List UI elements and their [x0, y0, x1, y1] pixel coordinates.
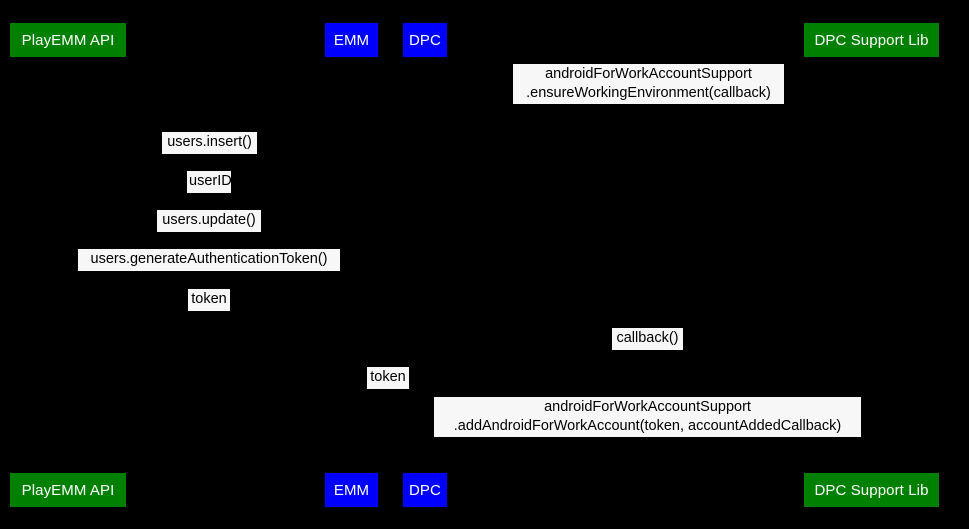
- message-line: token: [191, 291, 227, 307]
- participant-top-dpc-support-lib[interactable]: DPC Support Lib: [804, 23, 939, 57]
- message-label-user-id: userID: [187, 171, 232, 193]
- participant-bottom-emm[interactable]: EMM: [325, 473, 378, 507]
- message-label-add-android-for-work-account: androidForWorkAccountSupport .addAndroidF…: [434, 397, 861, 437]
- participant-bottom-dpc[interactable]: DPC: [403, 473, 447, 507]
- participant-top-dpc[interactable]: DPC: [403, 23, 447, 57]
- message-line: androidForWorkAccountSupport: [544, 399, 751, 415]
- message-line: token: [370, 369, 406, 385]
- participant-bottom-playemm-api[interactable]: PlayEMM API: [10, 473, 126, 507]
- message-line: androidForWorkAccountSupport: [545, 66, 752, 82]
- message-label-users-generate-authentication-token: users.generateAuthenticationToken(): [78, 249, 340, 271]
- message-line: users.generateAuthenticationToken(): [90, 251, 328, 267]
- message-line: .ensureWorkingEnvironment(callback): [526, 85, 771, 101]
- participant-top-emm[interactable]: EMM: [325, 23, 378, 57]
- message-label-ensure-working-environment: androidForWorkAccountSupport .ensureWorki…: [513, 64, 784, 104]
- message-line: .addAndroidForWorkAccount(token, account…: [453, 418, 842, 434]
- participant-bottom-dpc-support-lib[interactable]: DPC Support Lib: [804, 473, 939, 507]
- message-label-users-update: users.update(): [157, 210, 261, 232]
- message-line: callback(): [616, 330, 679, 346]
- message-label-callback: callback(): [612, 328, 683, 350]
- participant-top-playemm-api[interactable]: PlayEMM API: [10, 23, 126, 57]
- message-label-token-passed: token: [367, 367, 409, 389]
- message-line: users.insert(): [167, 134, 252, 150]
- message-line: users.update(): [162, 212, 256, 228]
- message-line: userID: [189, 173, 232, 189]
- message-label-users-insert: users.insert(): [162, 132, 257, 154]
- message-label-token-response: token: [188, 289, 230, 311]
